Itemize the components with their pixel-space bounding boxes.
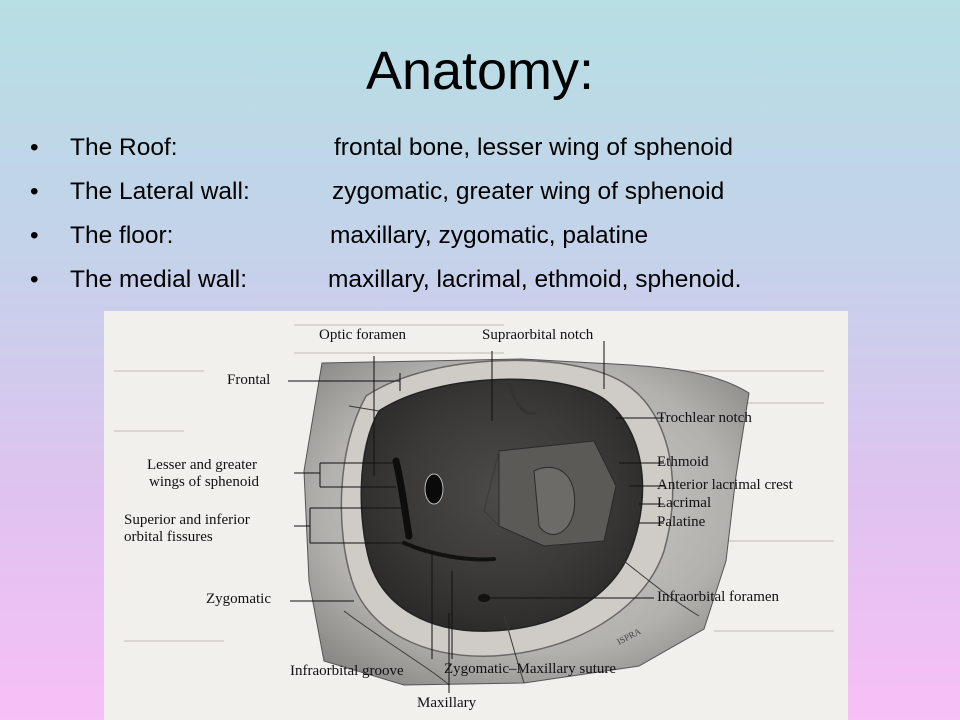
orbit-diagram: ISPRA Optic foramen Supraorbital notch F…: [104, 311, 848, 720]
bullet-label-roof: The Roof:: [70, 134, 178, 161]
optic-foramen-hole: [424, 473, 444, 505]
bullet-value-floor: maxillary, zygomatic, palatine: [330, 222, 649, 249]
bullet-dot: •: [30, 178, 39, 205]
superior-orbital-fissure: [392, 457, 413, 540]
label-lesser-greater-wings-line2: wings of sphenoid: [149, 474, 259, 490]
label-orbital-fissures-line1: Superior and inferior: [124, 512, 250, 528]
label-zygomatic-maxillary-suture: Zygomatic–Maxillary suture: [444, 661, 617, 677]
slide-title: Anatomy:: [365, 41, 595, 101]
label-orbital-fissures-line2: orbital fissures: [124, 529, 213, 545]
bullet-dot: •: [30, 266, 39, 293]
label-frontal: Frontal: [227, 372, 271, 388]
label-infraorbital-groove: Infraorbital groove: [290, 663, 404, 679]
orbit-illustration: ISPRA: [114, 324, 834, 693]
label-lacrimal: Lacrimal: [657, 495, 712, 511]
label-palatine: Palatine: [657, 514, 706, 530]
infraorbital-foramen-hole: [478, 594, 490, 602]
inferior-orbital-fissure: [402, 541, 496, 562]
label-lesser-greater-wings-line1: Lesser and greater: [147, 457, 257, 473]
bullet-dot: •: [30, 222, 39, 249]
bullet-dot: •: [30, 134, 39, 161]
supraorbital-notch-shape: [507, 382, 537, 416]
label-ethmoid: Ethmoid: [657, 454, 709, 470]
bullet-value-medial-wall: maxillary, lacrimal, ethmoid, sphenoid.: [328, 266, 742, 293]
label-supraorbital-notch: Supraorbital notch: [482, 327, 594, 343]
label-infraorbital-foramen: Infraorbital foramen: [657, 589, 780, 605]
label-zygomatic: Zygomatic: [206, 591, 271, 607]
bullet-value-lateral-wall: zygomatic, greater wing of sphenoid: [332, 178, 725, 205]
leader-lines: [288, 341, 664, 693]
label-anterior-lacrimal-crest: Anterior lacrimal crest: [657, 477, 793, 493]
label-trochlear-notch: Trochlear notch: [657, 410, 752, 426]
bullet-label-medial-wall: The medial wall:: [70, 266, 248, 293]
suture-lines: [343, 405, 700, 686]
bullet-label-lateral-wall: The Lateral wall:: [70, 178, 250, 205]
bullet-label-floor: The floor:: [70, 222, 174, 249]
bullet-value-roof: frontal bone, lesser wing of sphenoid: [334, 134, 734, 161]
lacrimal-zone: [533, 466, 576, 535]
label-maxillary: Maxillary: [417, 695, 477, 711]
label-optic-foramen: Optic foramen: [319, 327, 407, 343]
